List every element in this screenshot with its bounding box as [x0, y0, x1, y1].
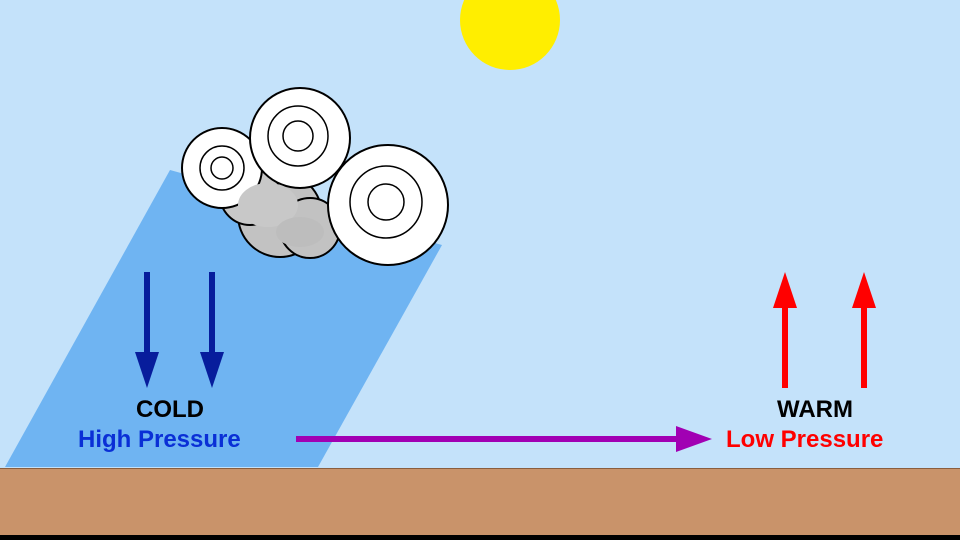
ground: [0, 468, 960, 535]
high-pressure-label: High Pressure: [78, 426, 241, 453]
warm-label: WARM: [777, 396, 853, 423]
low-pressure-label: Low Pressure: [726, 426, 884, 453]
sun-icon: [460, 0, 560, 70]
right-arrow-icon: [296, 426, 712, 452]
up-arrow-icon: [773, 272, 876, 388]
cold-label: COLD: [136, 396, 204, 423]
down-arrow-icon: [135, 272, 224, 388]
cloud-icon: [181, 87, 449, 266]
